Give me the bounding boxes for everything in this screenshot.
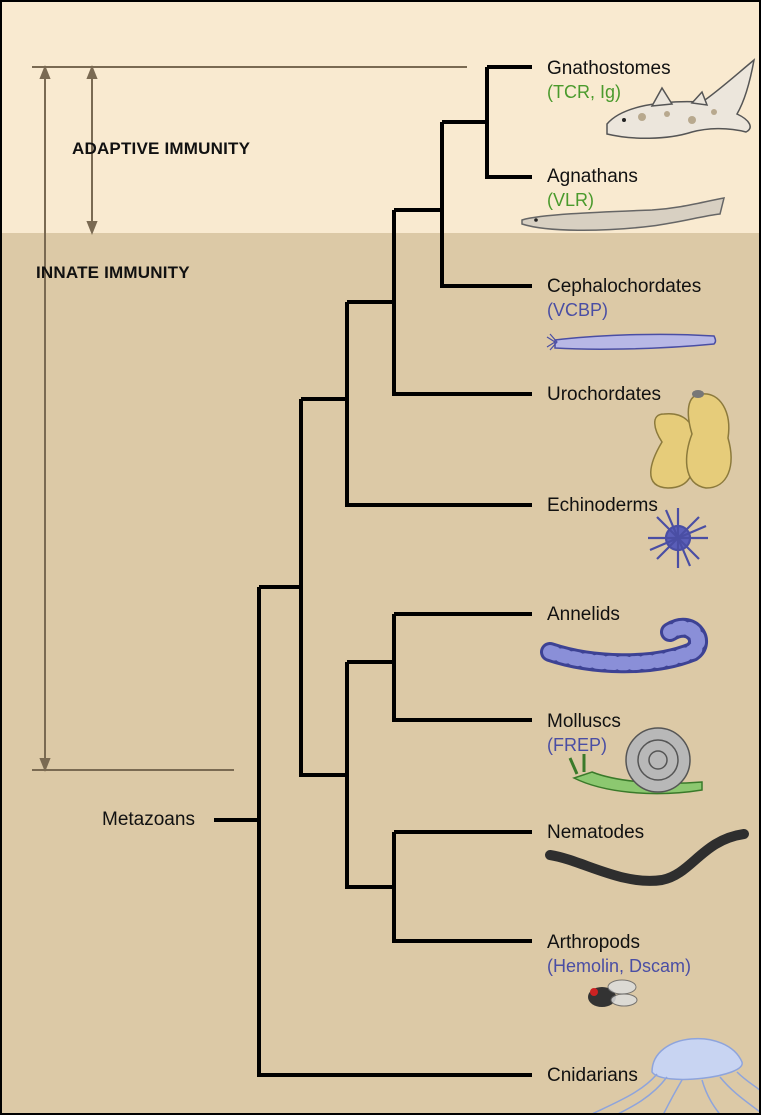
taxon-label-urochordates: Urochordates [547, 385, 661, 404]
taxon-label-annelids: Annelids [547, 605, 620, 624]
worm-icon [550, 628, 698, 664]
molecule-label-gnathostomes: (TCR, Ig) [547, 83, 621, 101]
taxon-label-echinoderms: Echinoderms [547, 496, 658, 515]
metazoans-label: Metazoans [102, 810, 195, 829]
taxon-label-gnathostomes: Gnathostomes [547, 59, 671, 78]
cladogram-branches [214, 67, 532, 1075]
innate-immunity-label: INNATE IMMUNITY [36, 263, 190, 283]
taxon-label-cephalochordates: Cephalochordates [547, 277, 701, 296]
molecule-label-cephalochordates: (VCBP) [547, 301, 608, 319]
molecule-label-molluscs: (FREP) [547, 736, 607, 754]
taxon-label-nematodes: Nematodes [547, 823, 644, 842]
molecule-label-agnathans: (VLR) [547, 191, 594, 209]
fly-icon [588, 980, 637, 1007]
taxon-label-agnathans: Agnathans [547, 167, 638, 186]
immunity-range-markers [32, 67, 467, 770]
sea-squirt-icon [651, 390, 731, 488]
lancelet-icon [547, 334, 716, 350]
molecule-label-arthropods: (Hemolin, Dscam) [547, 957, 691, 975]
adaptive-immunity-label: ADAPTIVE IMMUNITY [72, 139, 250, 159]
taxon-label-cnidarians: Cnidarians [547, 1066, 638, 1085]
sea-urchin-icon [648, 508, 708, 568]
taxon-label-molluscs: Molluscs [547, 712, 621, 731]
taxon-label-arthropods: Arthropods [547, 933, 640, 952]
